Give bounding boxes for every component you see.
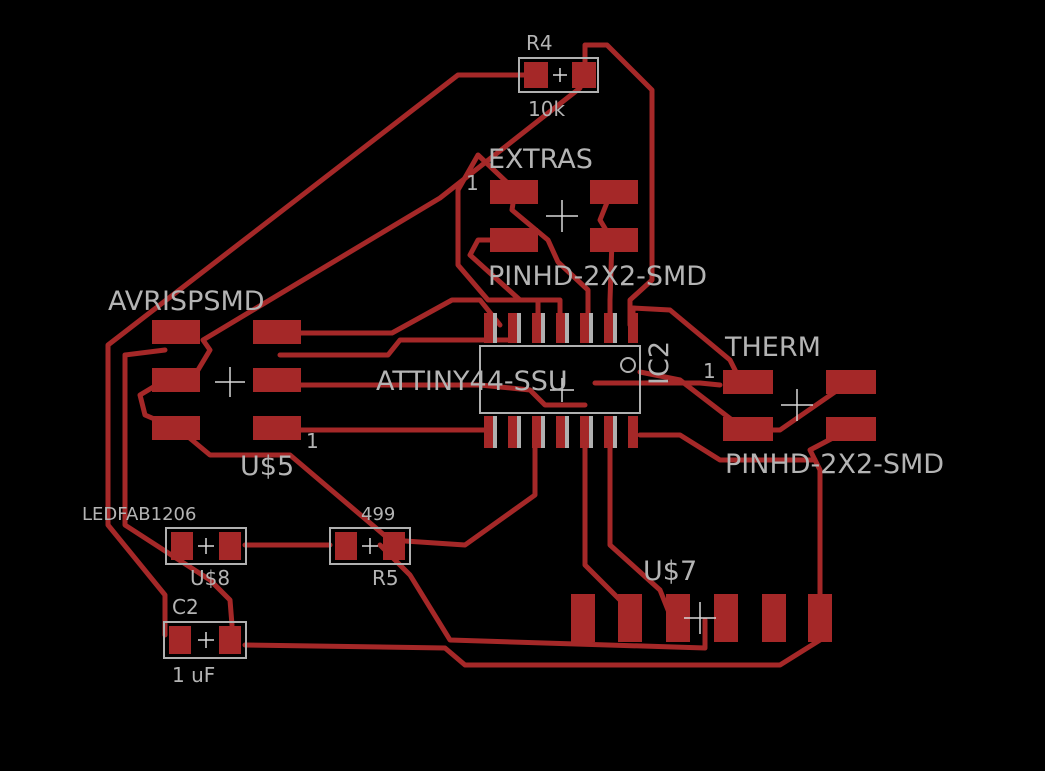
- component-attiny44: ATTINY44-SSU IC2: [376, 313, 675, 448]
- avrisp-pad-6: [253, 416, 301, 440]
- c2-origin-marker: [198, 632, 214, 648]
- c2-pad-1: [169, 626, 191, 654]
- ftdi-origin-marker: [684, 602, 716, 634]
- led-outline: [165, 527, 247, 565]
- trace-extras-pin1: [509, 187, 591, 328]
- c2-pad-2: [219, 626, 241, 654]
- extras-pad-4: [590, 228, 638, 252]
- r4-pad-2: [572, 62, 596, 88]
- ftdi-pad-4: [714, 594, 738, 642]
- trace-therm-pin4: [637, 432, 818, 463]
- r4-outline: [518, 57, 599, 93]
- component-r5: 499 R5: [329, 504, 411, 590]
- extras-pad-2: [590, 180, 638, 204]
- extras-pad-3: [490, 228, 538, 252]
- avrisp-pin1-marker: 1: [306, 429, 319, 453]
- trace-avrisp-pin4: [277, 382, 588, 408]
- mcu-bottom-pins: [484, 416, 638, 448]
- r5-origin-marker: [362, 538, 378, 554]
- c2-name-label: C2: [172, 595, 199, 619]
- extras-pin1-marker: 1: [466, 171, 479, 195]
- mcu-pin1-dot: [620, 357, 636, 373]
- r5-value-label: 499: [361, 504, 395, 525]
- therm-pad-4: [826, 417, 876, 441]
- mcu-outline: [479, 345, 641, 414]
- led-value-label: U$8: [190, 566, 230, 590]
- trace-r4-to-c2: [105, 72, 533, 638]
- mcu-name-label: ATTINY44-SSU: [376, 366, 568, 397]
- led-name-label: LEDFAB1206: [82, 504, 196, 525]
- component-r4: R4 10k: [518, 31, 599, 121]
- trace-extras-inner: [467, 237, 563, 328]
- r5-pad-1: [335, 532, 357, 560]
- mcu-value-label: IC2: [644, 341, 675, 385]
- trace-avrisp-pin2: [277, 297, 503, 336]
- avrisp-pad-3: [152, 368, 200, 392]
- mcu-origin-marker: [550, 378, 574, 402]
- trace-mcu-to-ftdi-1: [582, 437, 631, 623]
- component-therm: THERM 1 PINHD-2X2-SMD: [703, 332, 944, 480]
- avrisp-name-label: AVRISPSMD: [108, 286, 265, 317]
- therm-value-label: PINHD-2X2-SMD: [725, 449, 944, 480]
- therm-name-label: THERM: [724, 332, 821, 363]
- trace-extras-right: [597, 187, 615, 328]
- trace-c2-gnd: [242, 427, 851, 668]
- r4-origin-marker: [553, 68, 567, 82]
- component-ftdi-header: U$7: [571, 556, 832, 642]
- component-avrisp: AVRISPSMD 1 U$5: [108, 286, 319, 482]
- led-origin-marker: [198, 538, 214, 554]
- avrisp-pad-4: [253, 368, 301, 392]
- r5-name-label: R5: [372, 566, 399, 590]
- trace-mcu-to-therm: [592, 380, 723, 388]
- therm-origin-marker: [781, 389, 813, 421]
- avrisp-pad-5: [152, 416, 200, 440]
- extras-origin-marker: [546, 200, 578, 232]
- trace-led-to-c2: [122, 347, 235, 628]
- avrisp-value-label: U$5: [240, 451, 294, 482]
- trace-r4-right: [582, 42, 655, 328]
- ftdi-pad-5: [762, 594, 786, 642]
- c2-outline: [163, 621, 247, 659]
- trace-avrisp-left-loop: [137, 377, 538, 548]
- ftdi-pad-6: [808, 594, 832, 642]
- therm-pin1-marker: 1: [703, 359, 716, 383]
- ftdi-pad-2: [618, 594, 642, 642]
- avrisp-origin-marker: [215, 367, 245, 397]
- therm-pad-2: [826, 370, 876, 394]
- r4-name-label: R4: [526, 31, 553, 55]
- r5-outline: [329, 527, 411, 565]
- component-c2: C2 1 uF: [163, 595, 247, 687]
- therm-pad-3: [723, 417, 773, 441]
- avrisp-pad-2: [253, 320, 301, 344]
- component-extras: EXTRAS 1 PINHD-2X2-SMD: [466, 144, 707, 292]
- extras-name-label: EXTRAS: [488, 144, 593, 175]
- trace-mcu-to-ftdi-2: [607, 437, 673, 618]
- extras-pad-1: [490, 180, 538, 204]
- mcu-top-pins: [484, 313, 638, 343]
- led-pad-2: [219, 532, 241, 560]
- led-pad-1: [171, 532, 193, 560]
- ftdi-pad-1: [571, 594, 595, 642]
- c2-value-label: 1 uF: [172, 663, 215, 687]
- ftdi-name-label: U$7: [643, 556, 697, 587]
- r4-value-label: 10k: [528, 97, 565, 121]
- therm-pad-1: [723, 370, 773, 394]
- extras-value-label: PINHD-2X2-SMD: [488, 261, 707, 292]
- r4-pad-1: [524, 62, 548, 88]
- component-led: LEDFAB1206 U$8: [82, 504, 247, 590]
- avrisp-pad-1: [152, 320, 200, 344]
- r5-pad-2: [383, 532, 405, 560]
